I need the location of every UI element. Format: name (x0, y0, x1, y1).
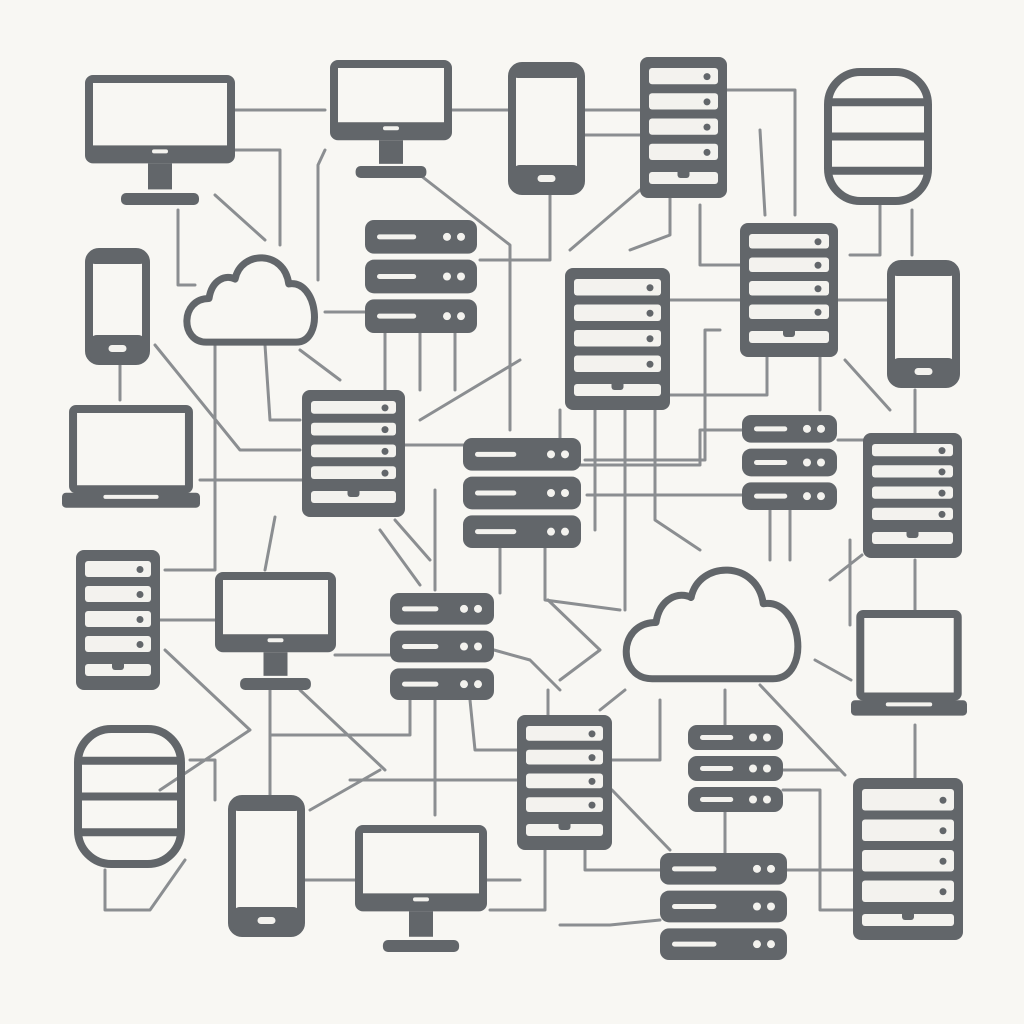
connector-line (628, 196, 672, 252)
cloud-icon (622, 566, 802, 683)
connector-line (583, 848, 662, 872)
connector-line (298, 688, 387, 772)
connector-line (263, 515, 277, 572)
connector-line (828, 553, 864, 582)
connector-line (488, 848, 547, 912)
server-rack-icon (688, 725, 783, 812)
connector-line (163, 343, 217, 572)
connectors (103, 88, 917, 927)
connector-line (725, 88, 797, 217)
server-tower-icon (76, 550, 160, 690)
server-tower-icon (302, 390, 405, 517)
connector-line (558, 918, 662, 927)
phone-icon (228, 795, 305, 937)
server-tower-icon (565, 268, 670, 410)
connector-line (418, 173, 512, 432)
connector-line (758, 683, 847, 777)
connector-line (418, 358, 522, 422)
server-tower-icon (640, 57, 727, 198)
connector-line (610, 698, 662, 762)
connector-line (213, 193, 267, 242)
connector-line (188, 758, 217, 802)
connector-line (263, 343, 302, 422)
phone-icon (85, 248, 150, 365)
connector-line (468, 698, 519, 752)
connector-line (578, 428, 744, 467)
laptop-icon (851, 610, 967, 716)
laptop-icon (62, 405, 200, 508)
connector-line (843, 358, 892, 412)
connector-line (568, 188, 642, 252)
server-tower-icon (517, 715, 612, 850)
connector-line (268, 698, 412, 737)
server-tower-icon (853, 778, 963, 940)
server-rack-icon (463, 438, 581, 548)
server-rack-icon (742, 415, 837, 510)
connector-line (153, 343, 302, 452)
connector-line (698, 203, 742, 267)
connector-line (543, 546, 622, 612)
connector-line (478, 193, 552, 262)
connector-line (610, 788, 672, 852)
connector-line (103, 858, 187, 912)
connector-line (158, 648, 252, 792)
server-tower-icon (740, 223, 838, 357)
database-icon (824, 68, 932, 205)
server-rack-icon (660, 853, 787, 960)
connector-line (378, 528, 422, 587)
server-rack-icon (390, 593, 494, 700)
phone-icon (887, 260, 960, 388)
connector-line (813, 658, 853, 682)
connector-line (653, 408, 702, 552)
connector-line (393, 518, 432, 562)
connector-line (176, 208, 197, 287)
connector-line (298, 348, 342, 382)
connector-line (781, 788, 855, 912)
monitor-icon (215, 572, 336, 690)
connector-line (598, 688, 627, 712)
server-rack-icon (365, 220, 477, 333)
devices (62, 57, 967, 960)
connector-line (492, 648, 562, 692)
server-tower-icon (863, 433, 962, 558)
connector-line (758, 128, 767, 217)
cloud-icon (183, 254, 318, 346)
connector-line (546, 598, 602, 682)
connector-line (308, 768, 382, 812)
monitor-icon (330, 60, 452, 178)
connector-line (668, 355, 769, 397)
monitor-icon (355, 825, 487, 952)
connector-line (316, 148, 327, 282)
phone-icon (508, 62, 585, 195)
database-icon (74, 725, 185, 868)
connector-line (233, 148, 282, 247)
monitor-icon (85, 75, 235, 205)
connector-line (848, 203, 882, 257)
